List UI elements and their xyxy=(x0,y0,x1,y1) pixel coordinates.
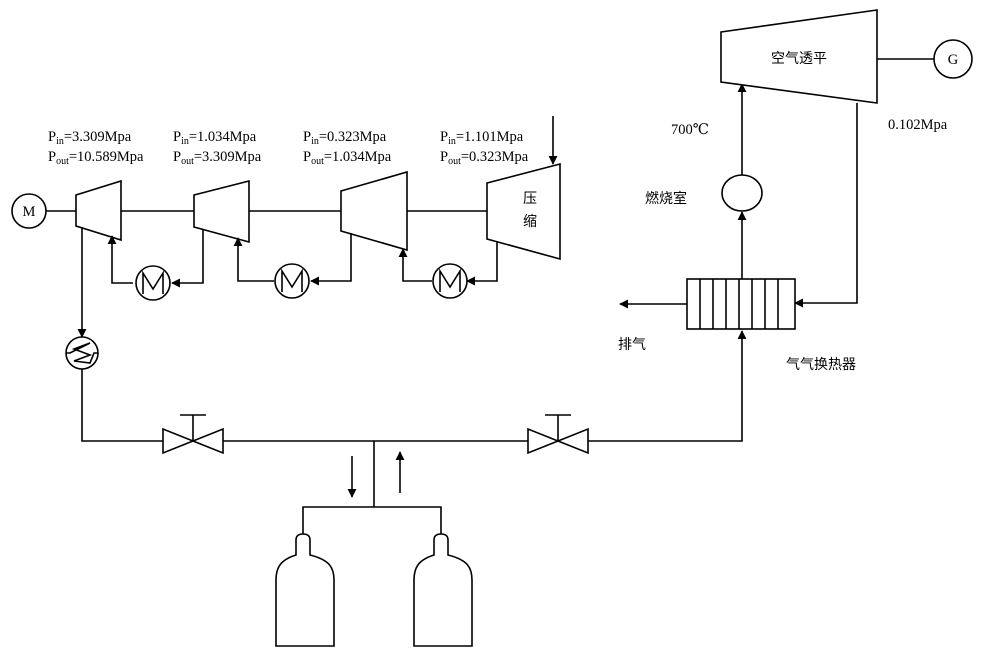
aftercooler-coil-icon xyxy=(66,342,98,364)
intercooler-3-icon xyxy=(439,268,461,292)
loop-a-out xyxy=(107,235,133,284)
loop-b-in xyxy=(310,233,352,286)
compressor-stage-4 xyxy=(486,162,561,261)
intercooler-3 xyxy=(432,263,468,299)
compressor-stage-2 xyxy=(193,179,250,244)
turbine-exhaust-pipe xyxy=(794,103,858,308)
left-valve-right xyxy=(190,427,224,455)
turbine-pressure-label: 0.102Mpa xyxy=(888,117,948,133)
exhaust-label: 排气 xyxy=(618,337,646,353)
heat-exchanger xyxy=(686,278,796,330)
compressor-label-2: 缩 xyxy=(523,214,537,230)
loop-c-in xyxy=(466,241,498,286)
loop-b-out xyxy=(233,237,274,282)
pipe-to-heat-exchanger xyxy=(588,330,747,442)
air-turbine xyxy=(720,9,878,104)
stage-3-pout: Pout=1.034Mpa xyxy=(303,149,392,167)
storage-tank-right xyxy=(413,533,473,647)
combustor xyxy=(721,174,763,212)
storage-tank-left xyxy=(275,533,335,647)
generator-label: G xyxy=(948,52,959,68)
stage-2-pin: Pin=1.034Mpa xyxy=(173,129,257,147)
compressor-stage-1 xyxy=(75,179,122,242)
combustor-label: 燃烧室 xyxy=(645,190,687,207)
generator-circle xyxy=(933,39,973,79)
right-valve-right xyxy=(555,427,589,455)
intercooler-2-icon xyxy=(281,268,303,292)
temperature-label: 700℃ xyxy=(671,122,709,138)
tank-manifold xyxy=(302,506,442,534)
loop-c-out xyxy=(398,248,432,282)
turbine-label: 空气透平 xyxy=(771,51,827,67)
motor-label: M xyxy=(23,204,36,220)
heat-exchanger-label: 气气换热器 xyxy=(786,356,856,373)
left-valve-left xyxy=(162,427,196,455)
stage-4-pin: Pin=1.101Mpa xyxy=(440,129,524,147)
loop-a-in xyxy=(171,229,204,288)
stage-3-pin: Pin=0.323Mpa xyxy=(303,129,387,147)
stage-1-pin: Pin=3.309Mpa xyxy=(48,129,132,147)
intercooler-2 xyxy=(274,263,310,299)
pipe-to-left-valve xyxy=(81,369,163,442)
stage-4-pout: Pout=0.323Mpa xyxy=(440,149,529,167)
right-valve-left xyxy=(527,427,561,455)
stage-1-pout: Pout=10.589Mpa xyxy=(48,149,144,167)
intercooler-1 xyxy=(135,265,171,301)
compressor-label-1: 压 xyxy=(523,191,537,207)
intercooler-1-icon xyxy=(142,270,164,294)
stage-2-pout: Pout=3.309Mpa xyxy=(173,149,262,167)
